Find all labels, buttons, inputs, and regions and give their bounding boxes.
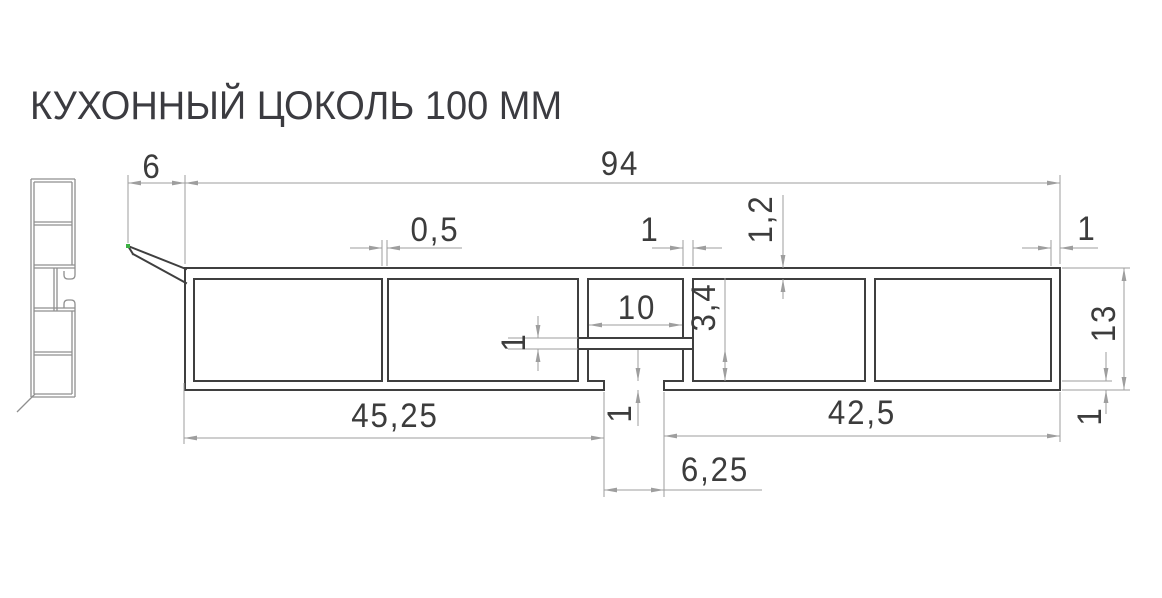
- groove-cavity: [587, 348, 684, 391]
- main-profile: [126, 244, 1061, 391]
- dim-groove-width: 10: [617, 289, 657, 327]
- dim-right-section: 42,5: [827, 394, 897, 432]
- dim-lip-width: 6: [142, 148, 162, 186]
- outer-shell: [184, 267, 1061, 391]
- dimension-lines: [127, 175, 1130, 497]
- dim-top-wall: 1,2: [742, 194, 780, 244]
- dim-shelf-thickness: 1: [495, 332, 533, 352]
- dim-inner-wall: 1: [640, 211, 660, 249]
- dim-groove-depth: 3,4: [685, 282, 723, 332]
- chamber-2: [387, 278, 579, 382]
- chamber-1: [193, 278, 383, 382]
- side-hook-bottom: [63, 299, 76, 311]
- dim-inner-wall-thin: 0,5: [410, 211, 460, 249]
- dim-right-wall: 1: [1077, 210, 1097, 248]
- groove-shelf: [577, 337, 694, 350]
- lip: [126, 244, 188, 285]
- side-lip: [16, 393, 36, 413]
- dim-bottom-wall: 1: [1071, 406, 1109, 426]
- chamber-4: [692, 278, 866, 382]
- side-hook-top: [63, 268, 76, 280]
- page-title: КУХОННЫЙ ЦОКОЛЬ 100 ММ: [30, 84, 563, 128]
- dimension-arrows: [128, 180, 1127, 493]
- dim-overall-height: 13: [1085, 303, 1123, 343]
- dim-left-section: 45,25: [351, 397, 439, 435]
- snap-marker-green: [126, 244, 130, 248]
- dim-slot-bottom-wall: 1: [601, 403, 639, 423]
- dim-overall-width: 94: [600, 145, 640, 183]
- chamber-5: [874, 278, 1052, 382]
- dim-slot-width: 6,25: [680, 451, 750, 489]
- side-view: [16, 178, 76, 413]
